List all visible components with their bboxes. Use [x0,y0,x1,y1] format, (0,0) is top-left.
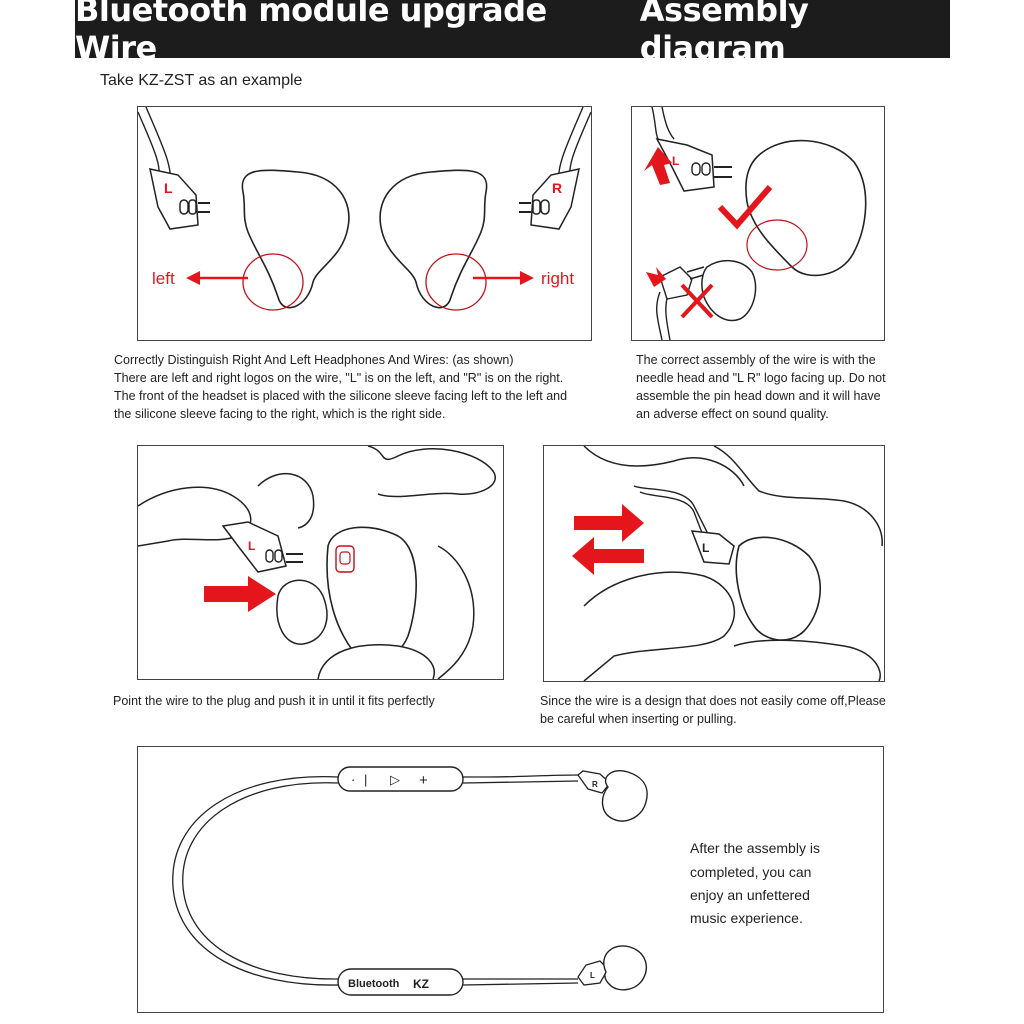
check-icon [717,185,773,230]
push-in-illustration: L [138,446,496,679]
caption-line: The correct assembly of the wire is with… [636,353,876,367]
earpiece-icon [735,536,821,641]
connector-icon [655,137,715,192]
right-wire-mark: R [552,180,562,196]
complete-illustration: · | ▷ + R Bluetooth KZ L After the assem… [172,766,820,996]
careful-panel: L [543,445,885,682]
banner-title-left: Bluetooth module upgrade Wire [75,0,547,67]
thumb-icon [138,486,252,547]
eartip-icon [276,579,328,645]
push-arrow-icon [204,576,276,612]
right-earpiece-icon [601,770,648,822]
caption-line: Point the wire to the plug and push it i… [113,694,435,708]
right-arrow-icon [520,271,534,285]
caption-line: an adverse effect on sound quality. [636,407,829,421]
pull-arrow-icon [572,537,644,575]
right-earpiece-icon [379,169,488,309]
complete-panel: · | ▷ + R Bluetooth KZ L After the assem… [137,746,884,1013]
left-right-panel: L R left right [137,106,592,341]
bluetooth-module [337,968,464,996]
left-right-illustration: L R left right [138,107,591,311]
caption-line: The front of the headset is placed with … [114,389,568,403]
complete-caption-line: enjoy an unfettered [690,887,810,903]
distinguish-caption: Correctly Distinguish Right And Left Hea… [114,351,567,423]
caption-line: needle head and "L R" logo facing up. Do… [636,371,886,385]
upper-wire-mark: R [592,780,598,789]
complete-caption-line: music experience. [690,910,803,926]
complete-caption-line: completed, you can [690,864,811,880]
correct-caption: The correct assembly of the wire is with… [636,351,886,423]
left-earpiece-icon [241,169,350,309]
connector-icon [690,530,735,565]
careful-caption: Since the wire is a design that does not… [540,692,886,728]
left-connector-icon [149,168,199,230]
push-in-panel: L [137,445,504,680]
finger-icon [367,446,496,498]
lower-wire-mark: L [590,971,595,980]
remote-button-play: ▷ [390,772,400,787]
connector-icon [221,521,287,573]
correct-assembly-illustration: L [644,107,867,340]
right-connector-icon [530,168,580,230]
subtitle: Take KZ-ZST as an example [100,72,303,89]
caption-line: There are left and right logos on the wi… [114,371,564,385]
push-caption: Point the wire to the plug and push it i… [113,692,435,710]
wrong-arrow-icon [646,267,666,287]
remote-button-center: | [364,772,367,787]
finger-icon [583,446,745,487]
caption-line: be careful when inserting or pulling. [540,712,737,726]
left-arrow-icon [186,271,200,285]
banner-title-right: Assembly diagram [639,0,809,67]
complete-caption-line: After the assembly is [690,840,820,856]
careful-wire-mark: L [702,541,709,555]
remote-button-minus: · [351,772,355,787]
left-wire-mark: L [164,180,173,196]
kz-logo: KZ [413,977,429,991]
push-wire-mark: L [248,539,255,553]
earpiece-icon [326,526,417,663]
caption-line: the silicone sleeve facing to the right,… [114,407,446,421]
cable-loop [172,775,339,986]
up-arrow-icon [644,147,672,185]
correct-wire-mark: L [672,154,679,168]
push-arrow-icon [574,504,644,542]
careful-illustration: L [572,446,883,681]
caption-line: Since the wire is a design that does not… [540,694,886,708]
remote-control [337,766,464,792]
right-label: right [541,269,574,288]
module-text: Bluetooth [348,978,400,990]
left-label: left [152,269,175,288]
title-banner: Bluetooth module upgrade Wire Assembly d… [75,0,950,67]
remote-button-plus: + [419,772,428,789]
correct-assembly-panel: L [631,106,885,341]
left-earpiece-icon [603,945,647,991]
caption-line: assemble the pin head down and it will h… [636,389,881,403]
earpiece-icon [745,139,867,277]
caption-line: Correctly Distinguish Right And Left Hea… [114,353,514,367]
